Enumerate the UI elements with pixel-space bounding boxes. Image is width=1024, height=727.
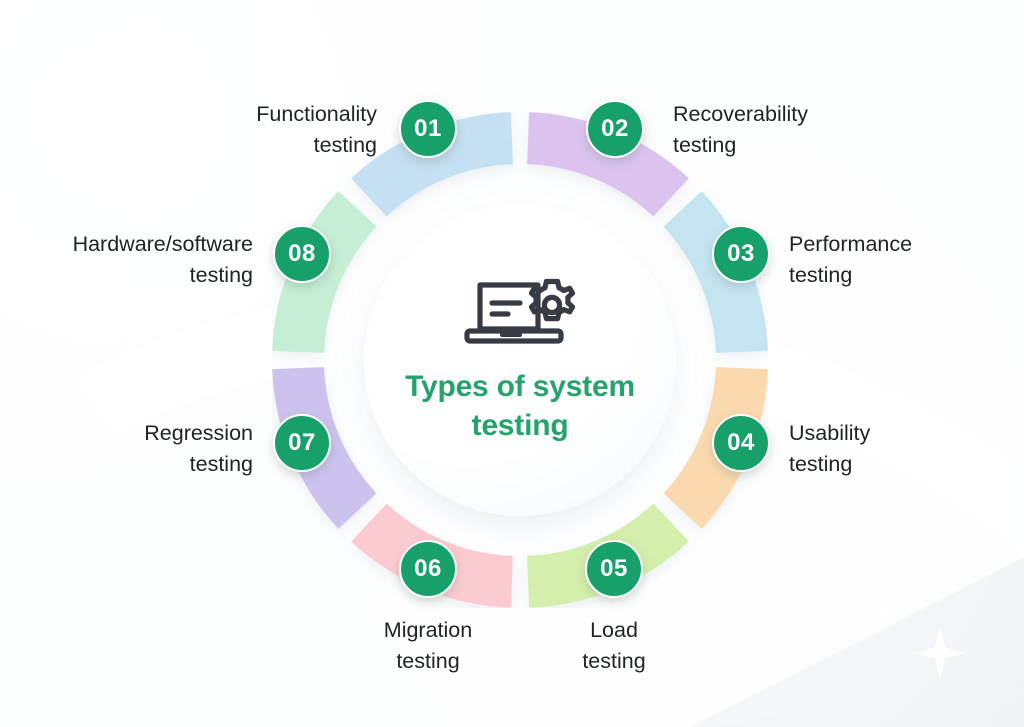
ring-segment-08[interactable]	[351, 112, 513, 217]
ring-segment-02[interactable]	[663, 191, 768, 353]
label-performance-testing: Performance testing	[789, 232, 913, 287]
badge-06[interactable]: 06	[399, 540, 457, 598]
label-regression-testing: Regression testing	[144, 421, 253, 476]
laptop-gear-icon	[464, 275, 576, 354]
badge-08[interactable]: 08	[273, 225, 331, 283]
center-hub: Types of system testing	[364, 204, 676, 516]
badge-04[interactable]: 04	[712, 414, 770, 472]
badge-01[interactable]: 01	[399, 100, 457, 158]
badge-07[interactable]: 07	[273, 414, 331, 472]
badge-03[interactable]: 03	[712, 225, 770, 283]
badge-05[interactable]: 05	[585, 540, 643, 598]
label-usability-testing: Usability testing	[789, 421, 871, 476]
page-title: Types of system testing	[405, 370, 635, 442]
badge-02[interactable]: 02	[586, 100, 644, 158]
label-load-testing: Load testing	[582, 618, 646, 673]
ring-segment-01[interactable]	[527, 112, 689, 217]
label-functionality-testing: Functionality testing	[256, 102, 377, 157]
donut-chart: Types of system testing	[272, 112, 768, 608]
label-recoverability-testing: Recoverability testing	[673, 102, 809, 157]
label-hardware-software-testing: Hardware/software testing	[72, 232, 253, 287]
label-migration-testing: Migration testing	[383, 618, 473, 673]
